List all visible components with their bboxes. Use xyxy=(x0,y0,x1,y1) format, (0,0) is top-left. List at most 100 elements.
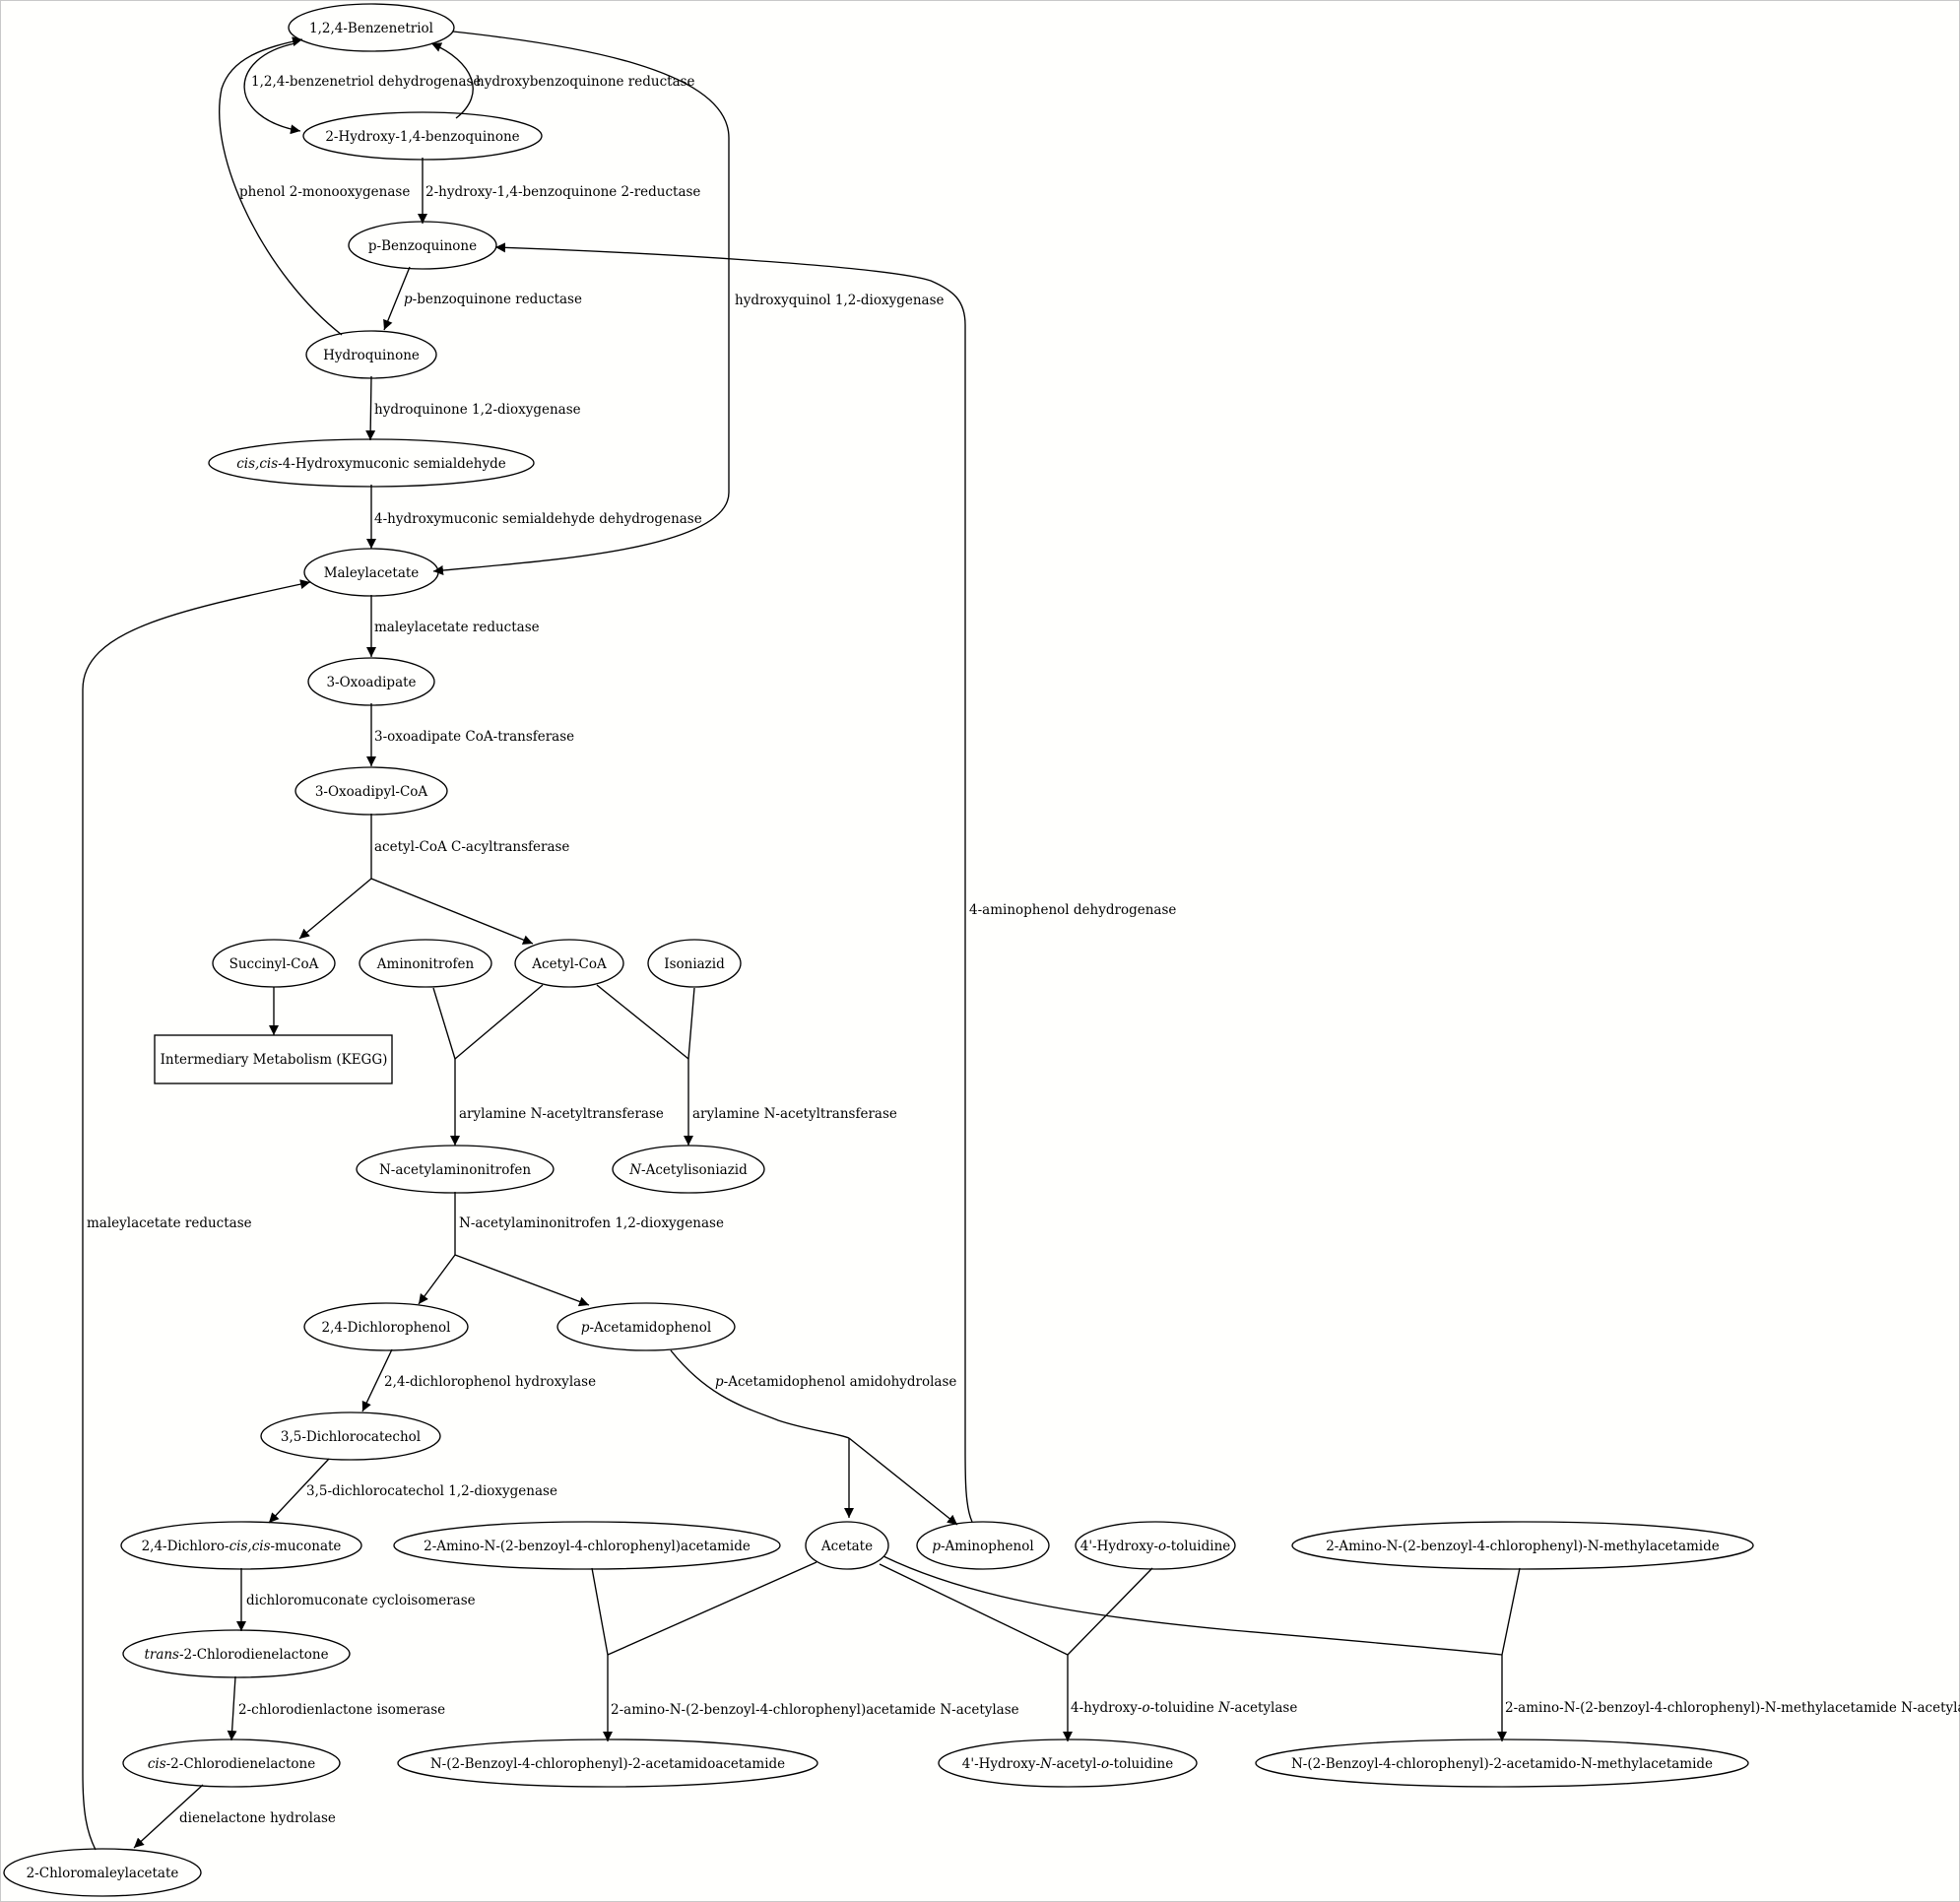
edge-dichlorocatechol-to-dichloromuconate[interactable] xyxy=(268,1458,330,1524)
nodes: 1,2,4-Benzenetriol 2-Hydroxy-1,4-benzoqu… xyxy=(3,3,1754,1897)
svg-text:Acetyl-CoA: Acetyl-CoA xyxy=(531,956,607,972)
node-benzoyl-acetamidoacetamide[interactable]: N-(2-Benzoyl-4-chlorophenyl)-2-acetamido… xyxy=(397,1738,818,1788)
edge-pbenzoquinone-to-hydroquinone[interactable] xyxy=(383,266,411,331)
edge-acetylcoa-to-join-1 xyxy=(454,984,544,1060)
node-trans-chlorodienelactone[interactable]: trans-2-Chlorodienelactone xyxy=(122,1629,351,1678)
edge-dichlorophenol-to-dichlorocatechol[interactable] xyxy=(361,1348,393,1412)
node-acetyl-coa[interactable]: Acetyl-CoA xyxy=(514,939,624,988)
label-dichlorophenol-hydroxylase: 2,4-dichlorophenol hydroxylase xyxy=(384,1374,596,1390)
edge-split-to-acetylcoa[interactable] xyxy=(370,878,534,945)
node-cis-chlorodienelactone[interactable]: cis-2-Chlorodienelactone xyxy=(122,1738,341,1788)
svg-text:4'-Hydroxy-o-toluidine: 4'-Hydroxy-o-toluidine xyxy=(1080,1539,1231,1554)
edge-hydroquinone-to-benzenetriol[interactable] xyxy=(219,36,343,336)
label-hydroxybenzoquinone-reductase: hydroxybenzoquinone reductase xyxy=(476,74,695,90)
edge-split-to-paminophenol[interactable] xyxy=(848,1437,958,1526)
label-aminobenzoylacetamide-acetylase: 2-amino-N-(2-benzoyl-4-chlorophenyl)acet… xyxy=(611,1702,1019,1718)
edge-split-to-pacetamidophenol[interactable] xyxy=(454,1254,590,1307)
node-oxoadipyl-coa[interactable]: 3-Oxoadipyl-CoA xyxy=(294,766,448,816)
svg-text:Hydroquinone: Hydroquinone xyxy=(323,348,420,363)
svg-text:3-Oxoadipyl-CoA: 3-Oxoadipyl-CoA xyxy=(315,784,428,800)
node-maleylacetate[interactable]: Maleylacetate xyxy=(303,548,439,597)
label-oxoadipate-coa-transferase: 3-oxoadipate CoA-transferase xyxy=(374,729,574,745)
edge-acetylcoa-to-join-2 xyxy=(596,984,689,1060)
edge-acetate-to-join-3 xyxy=(882,1555,1503,1656)
edge-benzenetriol-to-hydroxybenzoquinone[interactable] xyxy=(243,42,301,135)
node-aminonitrofen[interactable]: Aminonitrofen xyxy=(359,939,492,988)
node-acetate[interactable]: Acetate xyxy=(805,1521,889,1570)
edge-pacetamidophenol-to-split xyxy=(670,1349,850,1439)
edge-hydroquinone-to-hydroxymuconic[interactable] xyxy=(365,375,376,441)
edge-hydroxybenzoquinone-to-benzenetriol[interactable] xyxy=(430,42,474,119)
edge-cischlorodienelactone-to-chloromaleylacetate[interactable] xyxy=(133,1784,204,1849)
label-maleylacetate-reductase-2: maleylacetate reductase xyxy=(87,1215,252,1231)
edge-labels: 1,2,4-benzenetriol dehydrogenase hydroxy… xyxy=(87,74,1960,1826)
svg-text:4'-Hydroxy-N-acetyl-o-toluidin: 4'-Hydroxy-N-acetyl-o-toluidine xyxy=(962,1756,1173,1772)
edge-split-to-dichlorophenol[interactable] xyxy=(418,1254,456,1305)
node-dichloro-muconate[interactable]: 2,4-Dichloro-cis,cis-muconate xyxy=(120,1521,362,1570)
edge-aminonitrofen-to-join xyxy=(432,987,456,1060)
svg-text:N-(2-Benzoyl-4-chlorophenyl)-2: N-(2-Benzoyl-4-chlorophenyl)-2-acetamido… xyxy=(1291,1756,1713,1772)
label-hydroquinone-dioxygenase: hydroquinone 1,2-dioxygenase xyxy=(374,402,581,418)
svg-text:Acetate: Acetate xyxy=(820,1539,873,1554)
edge-benzenetriol-to-maleylacetate[interactable] xyxy=(432,31,730,575)
edge-trans-to-cis-chlorodienelactone[interactable] xyxy=(227,1675,237,1741)
svg-text:Aminonitrofen: Aminonitrofen xyxy=(376,956,475,972)
node-amino-benzoyl-acetamide[interactable]: 2-Amino-N-(2-benzoyl-4-chlorophenyl)acet… xyxy=(393,1521,781,1570)
svg-text:cis-2-Chlorodienelactone: cis-2-Chlorodienelactone xyxy=(148,1756,315,1772)
svg-text:Succinyl-CoA: Succinyl-CoA xyxy=(229,956,319,972)
node-p-aminophenol[interactable]: p-Aminophenol xyxy=(916,1521,1050,1570)
label-hydroxymuconic-dehydrogenase: 4-hydroxymuconic semialdehyde dehydrogen… xyxy=(374,511,702,527)
label-phenol-monooxygenase: phenol 2-monooxygenase xyxy=(239,184,410,200)
svg-text:2-Amino-N-(2-benzoyl-4-chlorop: 2-Amino-N-(2-benzoyl-4-chlorophenyl)acet… xyxy=(424,1539,751,1554)
label-hydroxyquinol-dioxygenase: hydroxyquinol 1,2-dioxygenase xyxy=(735,293,945,308)
label-arylamine-acetyltransferase-2: arylamine N-acetyltransferase xyxy=(692,1106,897,1122)
node-dichlorocatechol[interactable]: 3,5-Dichlorocatechol xyxy=(260,1411,441,1461)
svg-text:N-Acetylisoniazid: N-Acetylisoniazid xyxy=(628,1162,748,1178)
label-dichlorocatechol-dioxygenase: 3,5-dichlorocatechol 1,2-dioxygenase xyxy=(306,1483,557,1499)
node-p-benzoquinone[interactable]: p-Benzoquinone xyxy=(348,221,497,270)
node-intermediary-metabolism[interactable]: Intermediary Metabolism (KEGG) xyxy=(154,1034,393,1084)
svg-text:p-Acetamidophenol: p-Acetamidophenol xyxy=(581,1320,711,1336)
svg-text:2-Hydroxy-1,4-benzoquinone: 2-Hydroxy-1,4-benzoquinone xyxy=(325,129,519,145)
node-dichlorophenol[interactable]: 2,4-Dichlorophenol xyxy=(303,1302,469,1351)
svg-text:1,2,4-Benzenetriol: 1,2,4-Benzenetriol xyxy=(309,21,433,36)
edge-paminophenol-to-pbenzoquinone[interactable] xyxy=(494,242,973,1523)
node-isoniazid[interactable]: Isoniazid xyxy=(647,939,742,988)
node-oxoadipate[interactable]: 3-Oxoadipate xyxy=(307,657,435,706)
node-p-acetamidophenol[interactable]: p-Acetamidophenol xyxy=(556,1302,736,1351)
label-dichloromuconate-cycloisomerase: dichloromuconate cycloisomerase xyxy=(246,1593,476,1608)
node-chloromaleylacetate[interactable]: 2-Chloromaleylacetate xyxy=(3,1848,202,1897)
svg-text:cis,cis-4-Hydroxymuconic semia: cis,cis-4-Hydroxymuconic semialdehyde xyxy=(236,456,506,472)
node-hydroquinone[interactable]: Hydroquinone xyxy=(305,330,437,379)
svg-text:Intermediary Metabolism (KEGG): Intermediary Metabolism (KEGG) xyxy=(161,1052,388,1068)
svg-text:N-acetylaminonitrofen: N-acetylaminonitrofen xyxy=(379,1162,531,1178)
label-chlorodienlactone-isomerase: 2-chlorodienlactone isomerase xyxy=(238,1702,445,1718)
edge-acetate-to-join-2 xyxy=(879,1563,1069,1656)
node-n-acetylisoniazid[interactable]: N-Acetylisoniazid xyxy=(612,1145,765,1194)
label-aminobenzoylmethylacetamide-acetylase: 2-amino-N-(2-benzoyl-4-chlorophenyl)-N-m… xyxy=(1505,1700,1960,1716)
svg-text:3-Oxoadipate: 3-Oxoadipate xyxy=(326,675,416,690)
label-benzenetriol-dehydrogenase: 1,2,4-benzenetriol dehydrogenase xyxy=(251,74,481,90)
node-hydroxy-toluidine[interactable]: 4'-Hydroxy-o-toluidine xyxy=(1075,1521,1236,1570)
node-hydroxy-benzoquinone[interactable]: 2-Hydroxy-1,4-benzoquinone xyxy=(302,111,543,161)
edge-isoniazid-to-join xyxy=(687,987,695,1060)
edge-split-to-succinylcoa[interactable] xyxy=(298,878,372,940)
label-pbenzoquinone-reductase: p-benzoquinone reductase xyxy=(404,292,582,307)
edges xyxy=(82,31,1521,1851)
svg-text:p-Aminophenol: p-Aminophenol xyxy=(932,1539,1033,1554)
node-n-acetylaminonitrofen[interactable]: N-acetylaminonitrofen xyxy=(356,1145,555,1194)
node-hydroxymuconic-semialdehyde[interactable]: cis,cis-4-Hydroxymuconic semialdehyde xyxy=(208,438,535,488)
svg-text:2-Chloromaleylacetate: 2-Chloromaleylacetate xyxy=(27,1866,179,1881)
label-aminophenol-dehydrogenase: 4-aminophenol dehydrogenase xyxy=(969,902,1176,918)
node-benzenetriol[interactable]: 1,2,4-Benzenetriol xyxy=(288,3,455,52)
node-amino-benzoyl-methylacetamide[interactable]: 2-Amino-N-(2-benzoyl-4-chlorophenyl)-N-m… xyxy=(1291,1521,1754,1570)
node-benzoyl-acetamido-methylacetamide[interactable]: N-(2-Benzoyl-4-chlorophenyl)-2-acetamido… xyxy=(1255,1738,1749,1788)
edge-chloromaleylacetate-to-maleylacetate[interactable] xyxy=(82,579,311,1851)
label-arylamine-acetyltransferase-1: arylamine N-acetyltransferase xyxy=(459,1106,664,1122)
svg-text:trans-2-Chlorodienelactone: trans-2-Chlorodienelactone xyxy=(144,1647,328,1663)
node-succinyl-coa[interactable]: Succinyl-CoA xyxy=(212,939,336,988)
svg-text:p-Benzoquinone: p-Benzoquinone xyxy=(368,238,477,254)
node-hydroxy-acetyl-toluidine[interactable]: 4'-Hydroxy-N-acetyl-o-toluidine xyxy=(938,1738,1198,1788)
